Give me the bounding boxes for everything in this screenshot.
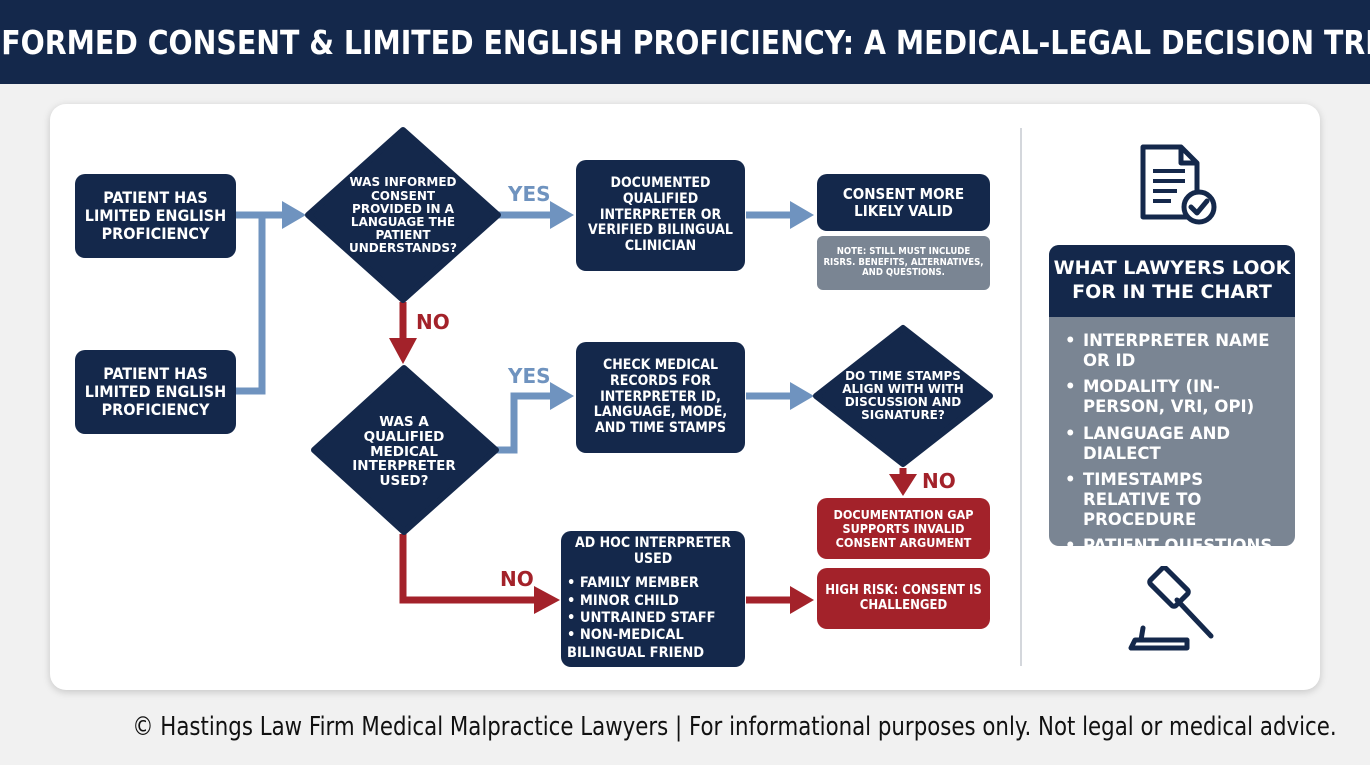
connector-q2-no: [399, 534, 560, 614]
edge-label-yes-2: YES: [508, 364, 551, 388]
lawyers-panel-title: WHAT LAWYERS LOOK FOR IN THE CHART: [1049, 245, 1295, 317]
node-doc-gap-label: DOCUMENTATION GAP SUPPORTS INVALID CONSE…: [833, 506, 974, 550]
page-title: INFORMED CONSENT & LIMITED ENGLISH PROFI…: [0, 22, 1370, 62]
connector-q2-yes: [496, 382, 574, 454]
diamond-q1-shape: [305, 127, 501, 303]
arrowhead-q1: [282, 201, 306, 229]
edge-label-yes-1: YES: [508, 182, 551, 206]
node-lep-2-label: PATIENT HAS LIMITED ENGLISH PROFICIENCY: [84, 364, 227, 419]
lawyers-panel-item: INTERPRETER NAME OR ID: [1065, 331, 1283, 371]
node-lep-1-label: PATIENT HAS LIMITED ENGLISH PROFICIENCY: [84, 188, 227, 243]
diamond-q2-label: WAS A QUALIFIED MEDICAL INTERPRETER USED…: [352, 413, 456, 490]
adhoc-list-item: • FAMILY MEMBER: [567, 575, 699, 592]
connector-documented-valid: [746, 201, 814, 229]
node-documented-label: DOCUMENTED QUALIFIED INTERPRETER OR VERI…: [588, 175, 733, 254]
node-adhoc-title: AD HOC INTERPRETER USED: [574, 534, 732, 567]
gavel-icon: [1128, 566, 1214, 651]
lawyers-panel-item: PATIENT QUESTIONS AND TEACH-BACK: [1065, 536, 1283, 546]
node-valid-label: CONSENT MORE LIKELY VALID: [842, 184, 965, 220]
node-lep-2: PATIENT HAS LIMITED ENGLISH PROFICIENCY: [75, 350, 236, 434]
diamond-q3-label: DO TIME STAMPS ALIGN WITH WITH DISCUSSIO…: [842, 368, 964, 423]
lawyers-panel-list: INTERPRETER NAME OR ID MODALITY (IN-PERSO…: [1049, 317, 1295, 546]
node-check-records-label: CHECK MEDICAL RECORDS FOR INTERPRETER ID…: [593, 357, 728, 436]
node-note: NOTE: STILL MUST INCLUDE RISRS. BENEFITS…: [817, 236, 990, 290]
node-lep-1: PATIENT HAS LIMITED ENGLISH PROFICIENCY: [75, 174, 236, 258]
node-documented: DOCUMENTED QUALIFIED INTERPRETER OR VERI…: [576, 160, 745, 271]
adhoc-list-item: • UNTRAINED STAFF: [567, 609, 716, 626]
lawyers-panel: WHAT LAWYERS LOOK FOR IN THE CHART INTER…: [1049, 245, 1295, 546]
diamond-q1-label: WAS INFORMED CONSENT PROVIDED IN A LANGU…: [349, 175, 457, 256]
node-doc-gap: DOCUMENTATION GAP SUPPORTS INVALID CONSE…: [817, 498, 990, 559]
connector-lep-merge: [236, 211, 282, 395]
edge-label-no-2: NO: [500, 567, 534, 591]
node-check-records: CHECK MEDICAL RECORDS FOR INTERPRETER ID…: [576, 342, 745, 453]
adhoc-list-item: • MINOR CHILD: [567, 592, 679, 609]
connector-q1-no: [389, 302, 417, 364]
header-banner: INFORMED CONSENT & LIMITED ENGLISH PROFI…: [0, 0, 1370, 84]
diamond-q2-shape: [311, 365, 499, 535]
node-valid: CONSENT MORE LIKELY VALID: [817, 174, 990, 231]
footer-text: © Hastings Law Firm Medical Malpractice …: [132, 712, 1337, 742]
node-note-label: NOTE: STILL MUST INCLUDE RISRS. BENEFITS…: [823, 246, 984, 279]
connector-q3-no: [889, 468, 917, 496]
lawyers-panel-item: MODALITY (IN-PERSON, VRI, OPI): [1065, 377, 1283, 417]
connector-records-q3: [746, 382, 814, 410]
node-high-risk: HIGH RISK: CONSENT IS CHALLENGED: [817, 568, 990, 629]
adhoc-list-item: • NON-MEDICAL BILINGUAL FRIEND: [567, 627, 705, 661]
panel-divider: [1020, 128, 1022, 666]
lawyers-panel-item: LANGUAGE AND DIALECT: [1065, 424, 1283, 464]
connector-adhoc-highrisk: [746, 586, 814, 614]
lawyers-panel-item: TIMESTAMPS RELATIVE TO PROCEDURE: [1065, 470, 1283, 530]
footer-disclaimer: © Hastings Law Firm Medical Malpractice …: [0, 712, 1370, 742]
document-check-icon: [1140, 144, 1217, 225]
node-high-risk-label: HIGH RISK: CONSENT IS CHALLENGED: [825, 582, 982, 613]
edge-label-no-3: NO: [922, 469, 956, 493]
node-adhoc: AD HOC INTERPRETER USED • FAMILY MEMBER•…: [561, 531, 745, 667]
adhoc-list: • FAMILY MEMBER• MINOR CHILD• UNTRAINED …: [567, 575, 739, 662]
diamond-q3-shape: [813, 325, 993, 467]
connector-q1-yes: [498, 201, 574, 229]
edge-label-no-1: NO: [416, 310, 450, 334]
